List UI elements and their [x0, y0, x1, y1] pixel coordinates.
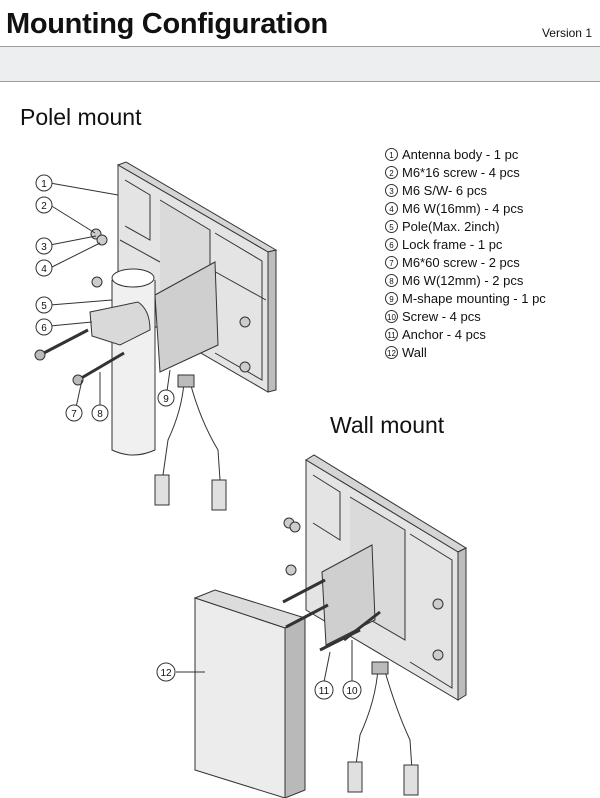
parts-list-item: 2 M6*16 screw - 4 pcs: [385, 163, 546, 181]
svg-text:4: 4: [41, 264, 47, 275]
part-number-badge: 4: [385, 201, 398, 215]
part-description: Pole(Max. 2inch): [402, 218, 500, 234]
part-number-badge: 6: [385, 237, 398, 251]
callout-6: 6: [35, 318, 53, 336]
part-number-badge: 2: [385, 165, 398, 179]
part-description: M6*16 screw - 4 pcs: [402, 164, 520, 180]
svg-text:11: 11: [319, 686, 330, 697]
svg-text:6: 6: [41, 323, 47, 334]
part-number-badge: 1: [385, 147, 398, 161]
part-description: M6*60 screw - 2 pcs: [402, 254, 520, 270]
part-description: Anchor - 4 pcs: [402, 326, 486, 342]
part-number-badge: 7: [385, 255, 398, 269]
part-description: M6 W(12mm) - 2 pcs: [402, 272, 524, 288]
callout-10: 10: [342, 680, 362, 700]
svg-text:9: 9: [163, 394, 169, 405]
parts-list-item: 3 M6 S/W- 6 pcs: [385, 181, 546, 199]
wall-mount-title: Wall mount: [330, 412, 445, 438]
part-number-badge: 10: [385, 309, 398, 323]
part-number-badge: 11: [385, 327, 398, 341]
callout-11: 11: [314, 680, 334, 700]
svg-text:7: 7: [71, 409, 77, 420]
callout-8: 8: [91, 404, 109, 422]
svg-text:10: 10: [346, 686, 358, 697]
page-title: Mounting Configuration: [6, 8, 328, 40]
parts-list-item: 11 Anchor - 4 pcs: [385, 325, 546, 343]
callout-9: 9: [157, 389, 175, 407]
part-description: M-shape mounting - 1 pc: [402, 290, 546, 306]
pole-mount-title: Polel mount: [20, 104, 142, 130]
svg-text:5: 5: [41, 301, 47, 312]
parts-list-item: 8 M6 W(12mm) - 2 pcs: [385, 271, 546, 289]
part-description: M6 S/W- 6 pcs: [402, 182, 488, 198]
parts-list-item: 10 Screw - 4 pcs: [385, 307, 546, 325]
parts-list-item: 12 Wall: [385, 343, 546, 361]
callout-7: 7: [65, 404, 83, 422]
part-number-badge: 9: [385, 291, 398, 305]
part-description: Wall: [402, 344, 427, 360]
svg-text:2: 2: [41, 201, 47, 212]
part-number-badge: 5: [385, 219, 398, 233]
header-band: [0, 46, 600, 82]
callout-1: 1: [35, 174, 53, 192]
part-description: Screw - 4 pcs: [402, 308, 481, 324]
svg-text:8: 8: [97, 409, 103, 420]
page-header: Mounting Configuration Version 1: [0, 0, 600, 46]
part-description: Lock frame - 1 pc: [402, 236, 503, 252]
parts-list-item: 6 Lock frame - 1 pc: [385, 235, 546, 253]
svg-text:1: 1: [41, 179, 47, 190]
callout-5: 5: [35, 296, 53, 314]
callout-3: 3: [35, 237, 53, 255]
parts-list-item: 1 Antenna body - 1 pc: [385, 145, 546, 163]
parts-list-item: 9 M-shape mounting - 1 pc: [385, 289, 546, 307]
svg-text:3: 3: [41, 242, 47, 253]
callout-12: 12: [156, 662, 176, 682]
version-label: Version 1: [541, 26, 592, 40]
part-number-badge: 3: [385, 183, 398, 197]
parts-list: 1 Antenna body - 1 pc 2 M6*16 screw - 4 pc…: [385, 145, 546, 361]
part-number-badge: 8: [385, 273, 398, 287]
callout-4: 4: [35, 259, 53, 277]
parts-list-item: 5 Pole(Max. 2inch): [385, 217, 546, 235]
callout-2: 2: [35, 196, 53, 214]
part-description: Antenna body - 1 pc: [402, 146, 519, 162]
parts-list-item: 7 M6*60 screw - 2 pcs: [385, 253, 546, 271]
parts-list-item: 4 M6 W(16mm) - 4 pcs: [385, 199, 546, 217]
svg-text:12: 12: [160, 668, 172, 679]
part-description: M6 W(16mm) - 4 pcs: [402, 200, 524, 216]
part-number-badge: 12: [385, 345, 398, 359]
